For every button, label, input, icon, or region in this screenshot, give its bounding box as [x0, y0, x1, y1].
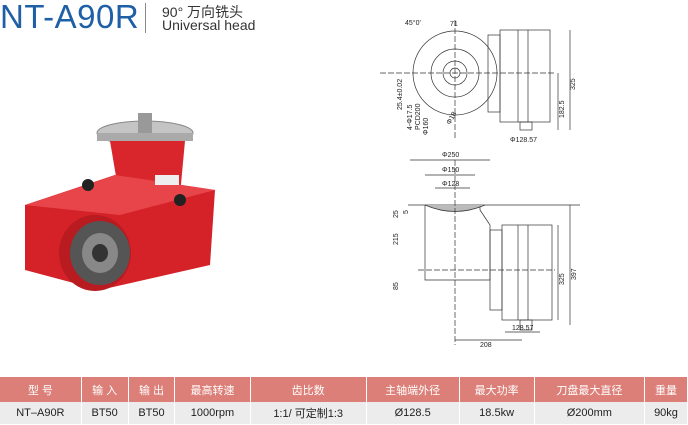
product-photo: [25, 113, 215, 291]
dim-71: 71: [450, 21, 458, 28]
table-header-row: 型 号 输 入 输 出 最高转速 齿比数 主轴端外径 最大功率 刀盘最大直径 重…: [0, 377, 688, 402]
cell: BT50: [81, 402, 129, 424]
dim-25-4: 25.4±0.02: [397, 79, 404, 110]
col-max-power: 最大功率: [459, 377, 535, 402]
dim-d128-57: Φ128.57: [510, 137, 537, 144]
cell: 90kg: [644, 402, 688, 424]
col-output: 输 出: [128, 377, 176, 402]
divider: [145, 3, 146, 33]
cell: 1000rpm: [174, 402, 251, 424]
cell: Ø200mm: [534, 402, 646, 424]
dim-397: 397: [571, 268, 578, 280]
dim-d250: Φ250: [442, 152, 459, 159]
front-view: Φ250 Φ150 Φ128 25 5 215 85 397 325 128.5…: [393, 152, 580, 349]
col-model: 型 号: [0, 377, 82, 402]
dim-d18: Φ18: [446, 111, 459, 126]
subtitle-cn: 90° 万向铣头: [162, 4, 244, 20]
cell: BT50: [128, 402, 176, 424]
dim-5: 5: [403, 210, 410, 214]
col-gear-ratio: 齿比数: [250, 377, 367, 402]
dim-128-57: 128.57: [512, 325, 534, 332]
col-weight: 重量: [644, 377, 688, 402]
dim-325: 325: [570, 78, 577, 90]
cell: 1:1/ 可定制1:3: [250, 402, 367, 424]
col-spindle-diameter: 主轴端外径: [366, 377, 460, 402]
cell: NT–A90R: [0, 402, 82, 424]
dim-325-front: 325: [559, 273, 566, 285]
model-title: NT-A90R: [0, 0, 140, 35]
subtitle-en: Universal head: [162, 17, 256, 33]
col-cutter-diameter: 刀盘最大直径: [534, 377, 646, 402]
spec-table: 型 号 输 入 输 出 最高转速 齿比数 主轴端外径 最大功率 刀盘最大直径 重…: [0, 377, 688, 424]
dim-25: 25: [393, 210, 400, 218]
cell: 18.5kw: [459, 402, 535, 424]
dim-85: 85: [393, 282, 400, 290]
dim-d150: Φ150: [442, 167, 459, 174]
table-row: NT–A90R BT50 BT50 1000rpm 1:1/ 可定制1:3 Ø1…: [0, 402, 688, 424]
technical-drawing: 45°0' 71 Φ128.57 325 182.5 25.4±0.02 4-Φ…: [380, 19, 580, 349]
dim-215: 215: [393, 233, 400, 245]
dim-208: 208: [480, 342, 492, 349]
cell: Ø128.5: [366, 402, 460, 424]
dim-pcd: PCD200: [415, 103, 422, 130]
dim-d128: Φ128: [442, 181, 459, 188]
dim-bolt: 4-Φ17.5: [407, 104, 414, 130]
col-max-speed: 最高转速: [174, 377, 251, 402]
col-input: 输 入: [81, 377, 129, 402]
dim-angle: 45°0': [405, 19, 421, 27]
side-view: 45°0' 71 Φ128.57 325 182.5 25.4±0.02 4-Φ…: [380, 19, 577, 144]
dim-182-5: 182.5: [559, 100, 566, 118]
dim-d160: Φ160: [423, 118, 430, 135]
